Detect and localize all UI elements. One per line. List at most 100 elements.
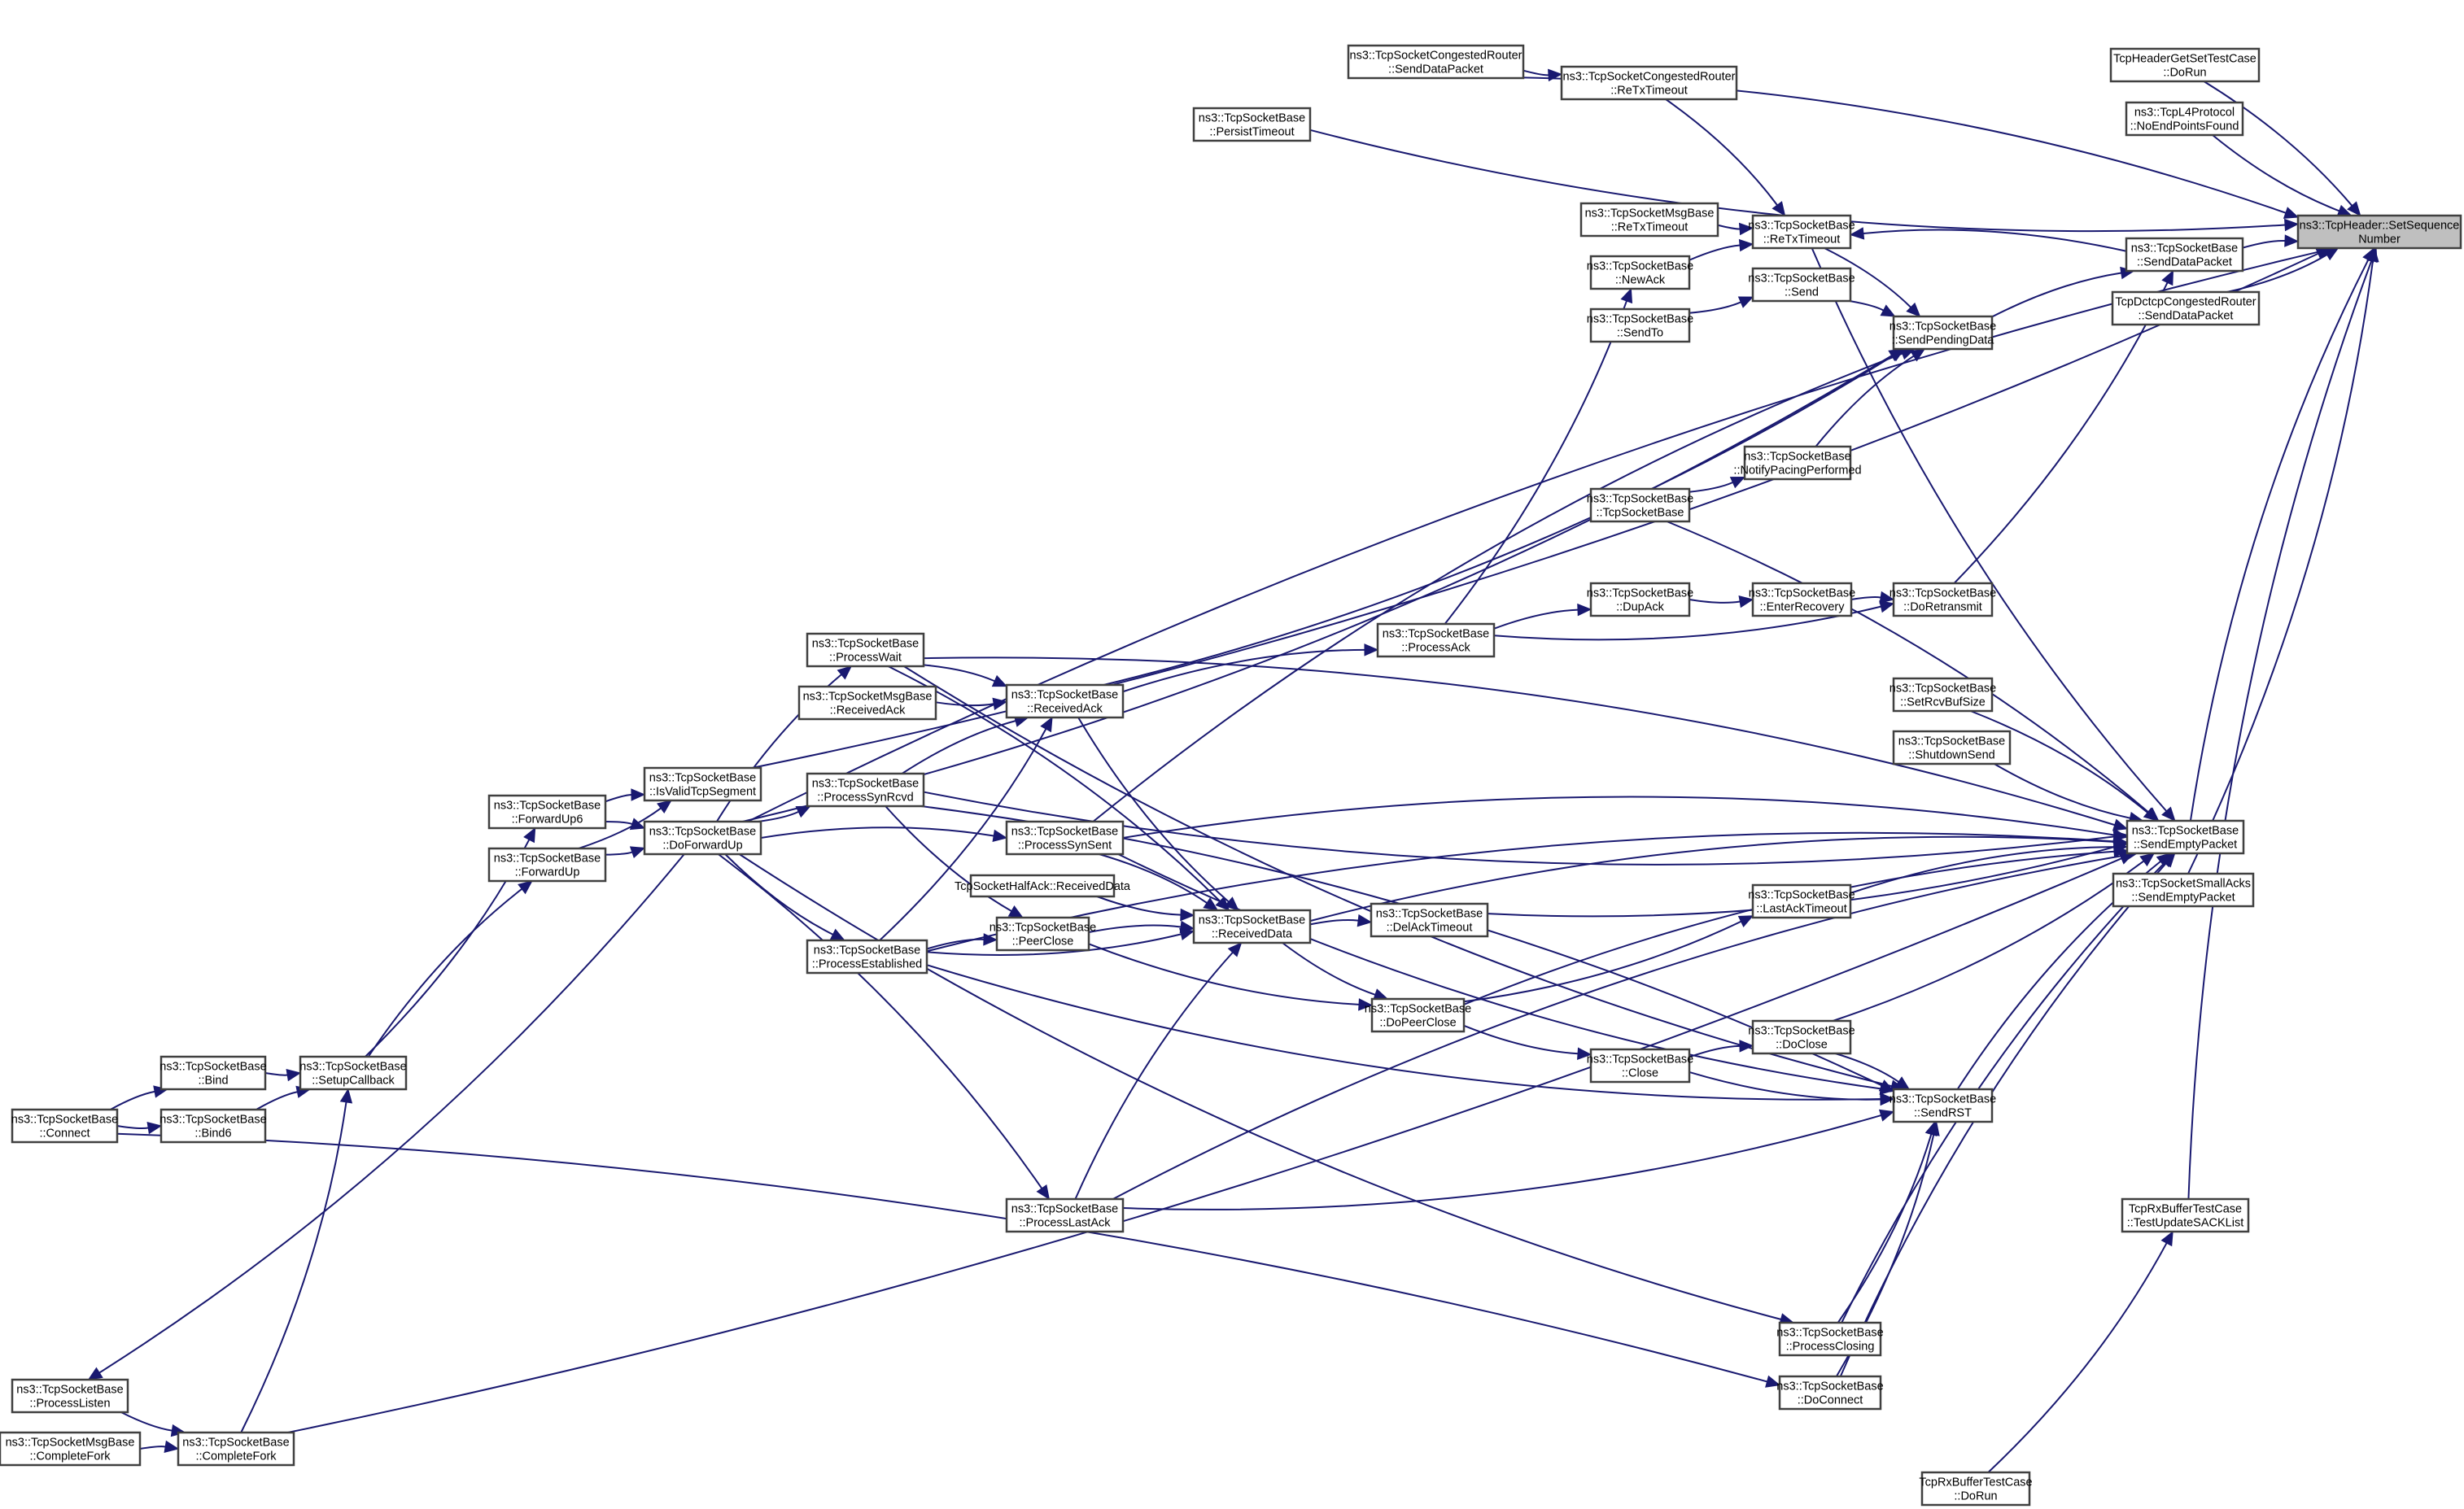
arrowhead-doretx-to-senddata: [2161, 269, 2174, 286]
node-sendempty[interactable]: ns3::TcpSocketBase::SendEmptyPacket: [2125, 819, 2245, 855]
node-doconnect[interactable]: ns3::TcpSocketBase::DoConnect: [1776, 1375, 1884, 1411]
node-closing[interactable]: ns3::TcpSocketBase::ProcessClosing: [1776, 1321, 1884, 1357]
node-fwdup6[interactable]: ns3::TcpSocketBase::ForwardUp6: [487, 794, 607, 830]
node-label: ::ForwardUp6: [512, 813, 583, 826]
node-sendto[interactable]: ns3::TcpSocketBase::SendTo: [1587, 307, 1693, 343]
node-hdrtest[interactable]: TcpHeaderGetSetTestCase::DoRun: [2109, 47, 2261, 83]
node-send[interactable]: ns3::TcpSocketBase::Send: [1748, 267, 1855, 303]
node-shutdown[interactable]: ns3::TcpSocketBase::ShutdownSend: [1892, 730, 2012, 765]
edge-established-to-sendrst: [926, 964, 1881, 1101]
node-box: [2296, 214, 2462, 250]
node-connect[interactable]: ns3::TcpSocketBase::Connect: [11, 1108, 119, 1144]
edge-bind-to-setupcb: [264, 1072, 288, 1076]
edge-dopeerclose-to-close: [1463, 1024, 1579, 1055]
node-recvdata[interactable]: ns3::TcpSocketBase::ReceivedData: [1192, 909, 1312, 944]
edge-ctor-to-pacing: [1689, 482, 1733, 493]
node-box: [1560, 65, 1738, 101]
node-delack[interactable]: ns3::TcpSocketBase::DelAckTimeout: [1370, 902, 1489, 938]
node-label: ns3::TcpSocketMsgBase: [803, 691, 933, 704]
node-msgfork[interactable]: ns3::TcpSocketMsgBase::CompleteFork: [0, 1431, 142, 1467]
node-senddata[interactable]: ns3::TcpSocketBase::SendDataPacket: [2125, 237, 2244, 273]
node-setupcb[interactable]: ns3::TcpSocketBase::SetupCallback: [299, 1055, 408, 1091]
node-box: [643, 820, 762, 856]
node-pending[interactable]: ns3::TcpSocketBase::SendPendingData: [1890, 315, 1996, 351]
node-msgretx[interactable]: ns3::TcpSocketMsgBase::ReTxTimeout: [1579, 202, 1719, 238]
node-dupack[interactable]: ns3::TcpSocketBase::DupAck: [1587, 582, 1693, 617]
node-established[interactable]: ns3::TcpSocketBase::ProcessEstablished: [806, 939, 928, 975]
node-box: [969, 874, 1116, 898]
node-l4noend[interactable]: ns3::TcpL4Protocol::NoEndPointsFound: [2125, 101, 2244, 137]
node-bind[interactable]: ns3::TcpSocketBase::Bind: [159, 1055, 267, 1091]
node-lastack[interactable]: ns3::TcpSocketBase::ProcessLastAck: [1005, 1197, 1125, 1233]
node-dctcpsend[interactable]: TcpDctcpCongestedRouter::SendDataPacket: [2111, 290, 2261, 326]
node-sackupd[interactable]: TcpRxBufferTestCase::TestUpdateSACKList: [2121, 1197, 2250, 1233]
node-doretx[interactable]: ns3::TcpSocketBase::DoRetransmit: [1890, 582, 1996, 617]
node-label: ::NoEndPointsFound: [2130, 120, 2239, 133]
node-doforward[interactable]: ns3::TcpSocketBase::DoForwardUp: [643, 820, 762, 856]
edge-congretx-to-retx: [1665, 98, 1778, 206]
node-setrcv[interactable]: ns3::TcpSocketBase::SetRcvBufSize: [1890, 677, 1996, 713]
node-label: ::SetRcvBufSize: [1900, 696, 1986, 709]
node-synsent[interactable]: ns3::TcpSocketBase::ProcessSynSent: [1005, 820, 1125, 856]
node-congsend[interactable]: ns3::TcpSocketCongestedRouter::SendDataP…: [1347, 44, 1525, 80]
node-retx[interactable]: ns3::TcpSocketBase::ReTxTimeout: [1748, 214, 1855, 250]
node-label: ::CompleteFork: [29, 1450, 111, 1463]
node-halfack[interactable]: TcpSocketHalfAck::ReceivedData: [955, 874, 1131, 898]
node-box: [2112, 872, 2255, 908]
node-congretx[interactable]: ns3::TcpSocketCongestedRouter::ReTxTimeo…: [1560, 65, 1738, 101]
node-lastacktimeout[interactable]: ns3::TcpSocketBase::LastAckTimeout: [1748, 883, 1855, 919]
node-listen[interactable]: ns3::TcpSocketBase::ProcessListen: [11, 1378, 129, 1414]
edge-layer: [87, 68, 2379, 1473]
node-recovery[interactable]: ns3::TcpSocketBase::EnterRecovery: [1749, 582, 1855, 617]
node-ctor[interactable]: ns3::TcpSocketBase::TcpSocketBase: [1587, 487, 1693, 523]
node-label: ::Bind: [198, 1075, 228, 1088]
node-newack[interactable]: ns3::TcpSocketBase::NewAck: [1587, 255, 1693, 290]
edge-peerclose-to-recvdata: [1088, 924, 1182, 934]
arrowhead-halfack-to-recvdata: [1180, 908, 1195, 922]
node-rxdorun[interactable]: TcpRxBufferTestCase::DoRun: [1919, 1471, 2033, 1507]
edge-smallacks-to-setseq: [2187, 260, 2374, 874]
node-box: [1370, 997, 1466, 1033]
arrowhead-rxdorun-to-sackupd: [2160, 1230, 2173, 1247]
node-label: ns3::TcpSocketBase: [1587, 260, 1693, 273]
node-recvack[interactable]: ns3::TcpSocketBase::ReceivedAck: [1005, 683, 1125, 719]
edge-shutdown-to-sendempty: [1994, 763, 2130, 819]
edge-connect-to-doconnect: [116, 1132, 1767, 1383]
node-processwait[interactable]: ns3::TcpSocketBase::ProcessWait: [806, 632, 925, 668]
node-smallacks[interactable]: ns3::TcpSocketSmallAcks::SendEmptyPacket: [2112, 872, 2255, 908]
node-label: ns3::TcpSocketBase: [494, 853, 601, 866]
node-label: TcpHeaderGetSetTestCase: [2113, 53, 2256, 66]
node-peerclose[interactable]: ns3::TcpSocketBase::PeerClose: [990, 916, 1096, 952]
node-sendrst[interactable]: ns3::TcpSocketBase::SendRST: [1890, 1088, 1996, 1123]
node-label: ::ProcessSynRcvd: [817, 792, 913, 805]
node-box: [1005, 1197, 1125, 1233]
node-validseg[interactable]: ns3::TcpSocketBase::IsValidTcpSegment: [643, 766, 762, 802]
node-fork[interactable]: ns3::TcpSocketBase::CompleteFork: [177, 1431, 295, 1467]
node-box: [1579, 202, 1719, 238]
arrowhead-doforward-to-processwait: [837, 665, 853, 680]
arrowhead-bind-to-setupcb: [286, 1068, 302, 1082]
node-box: [2125, 237, 2244, 273]
edge-sendto-to-send: [1689, 301, 1741, 314]
arrowhead-recvdata-to-delack: [1357, 914, 1373, 927]
node-box: [2121, 1197, 2250, 1233]
edge-close-to-doclose: [1689, 1045, 1741, 1058]
node-label: ns3::TcpL4Protocol: [2134, 107, 2235, 120]
arrowhead-processwait-to-recvack: [991, 674, 1008, 687]
node-processack[interactable]: ns3::TcpSocketBase::ProcessAck: [1376, 622, 1496, 658]
node-label: ::SendEmptyPacket: [2131, 892, 2235, 905]
node-pacing[interactable]: ns3::TcpSocketBase::NotifyPacingPerforme…: [1733, 445, 1862, 481]
node-bind6[interactable]: ns3::TcpSocketBase::Bind6: [159, 1108, 267, 1144]
arrowhead-doforward-to-synsent: [992, 829, 1008, 843]
node-fwdup[interactable]: ns3::TcpSocketBase::ForwardUp: [487, 847, 607, 883]
node-synrcvd[interactable]: ns3::TcpSocketBase::ProcessSynRcvd: [806, 772, 925, 808]
node-label: ns3::TcpSocketBase: [1748, 220, 1855, 233]
node-dopeerclose[interactable]: ns3::TcpSocketBase::DoPeerClose: [1365, 997, 1471, 1033]
node-msgrecvack[interactable]: ns3::TcpSocketMsgBase::ReceivedAck: [797, 685, 937, 721]
node-persist[interactable]: ns3::TcpSocketBase::PersistTimeout: [1192, 107, 1312, 142]
node-doclose[interactable]: ns3::TcpSocketBase::DoClose: [1748, 1019, 1855, 1055]
node-close[interactable]: ns3::TcpSocketBase::Close: [1587, 1048, 1693, 1084]
arrowhead-peerclose-to-dopeerclose: [1358, 998, 1374, 1011]
arrowhead-pacing-to-pending: [1910, 348, 1926, 362]
